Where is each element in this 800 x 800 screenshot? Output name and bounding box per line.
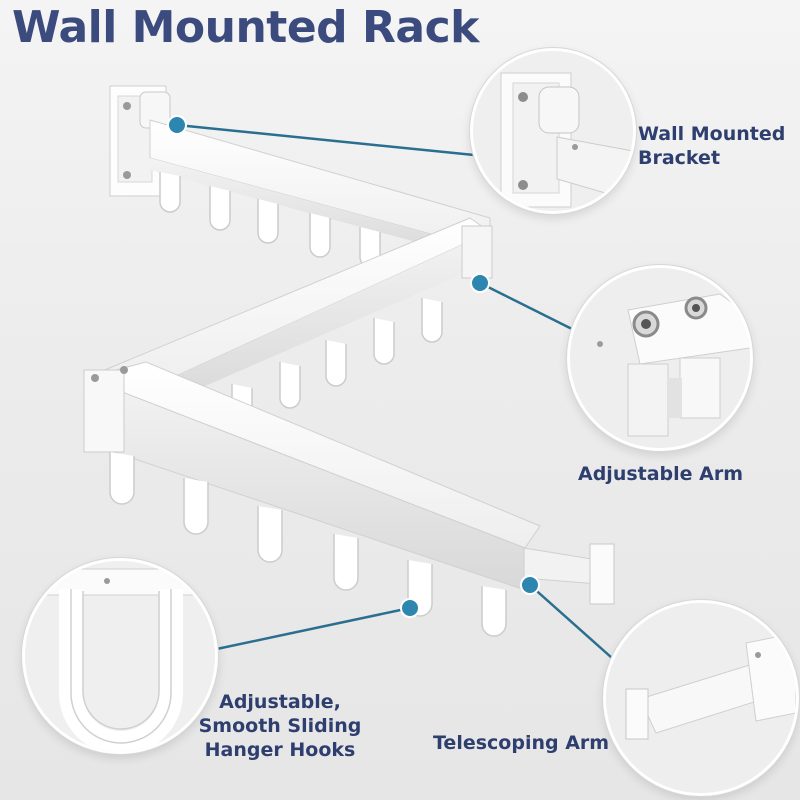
- arm-detail-image: [570, 268, 750, 448]
- arm-segment-3: [83, 361, 541, 637]
- label-line: Hanger Hooks: [204, 739, 356, 761]
- label-line: Bracket: [638, 147, 721, 169]
- hook-detail-image: [25, 561, 215, 751]
- leader-lines: [176, 123, 613, 659]
- label-hanger-hooks: Adjustable, Smooth Sliding Hanger Hooks: [190, 690, 370, 762]
- zoom-bracket-circle: [470, 48, 636, 214]
- telescoping-detail-image: [606, 603, 796, 793]
- label-wall-mounted-bracket: Wall Mounted Bracket: [638, 122, 785, 170]
- zoom-arm-circle: [567, 265, 753, 451]
- arm-segment-2: [98, 217, 493, 427]
- telescoping-end: [523, 543, 615, 605]
- bracket-detail-image: [473, 51, 633, 211]
- page-title: Wall Mounted Rack: [12, 2, 479, 53]
- label-line: Adjustable,: [219, 691, 341, 713]
- label-telescoping-arm: Telescoping Arm: [433, 732, 610, 754]
- label-line: Smooth Sliding: [198, 715, 362, 737]
- label-line: Wall Mounted: [638, 123, 786, 145]
- arm-segment-1: [149, 119, 491, 268]
- leader-dots: [167, 115, 540, 618]
- zoom-hook-circle: [22, 558, 218, 754]
- zoom-telescoping-circle: [603, 600, 799, 796]
- label-adjustable-arm: Adjustable Arm: [578, 463, 744, 485]
